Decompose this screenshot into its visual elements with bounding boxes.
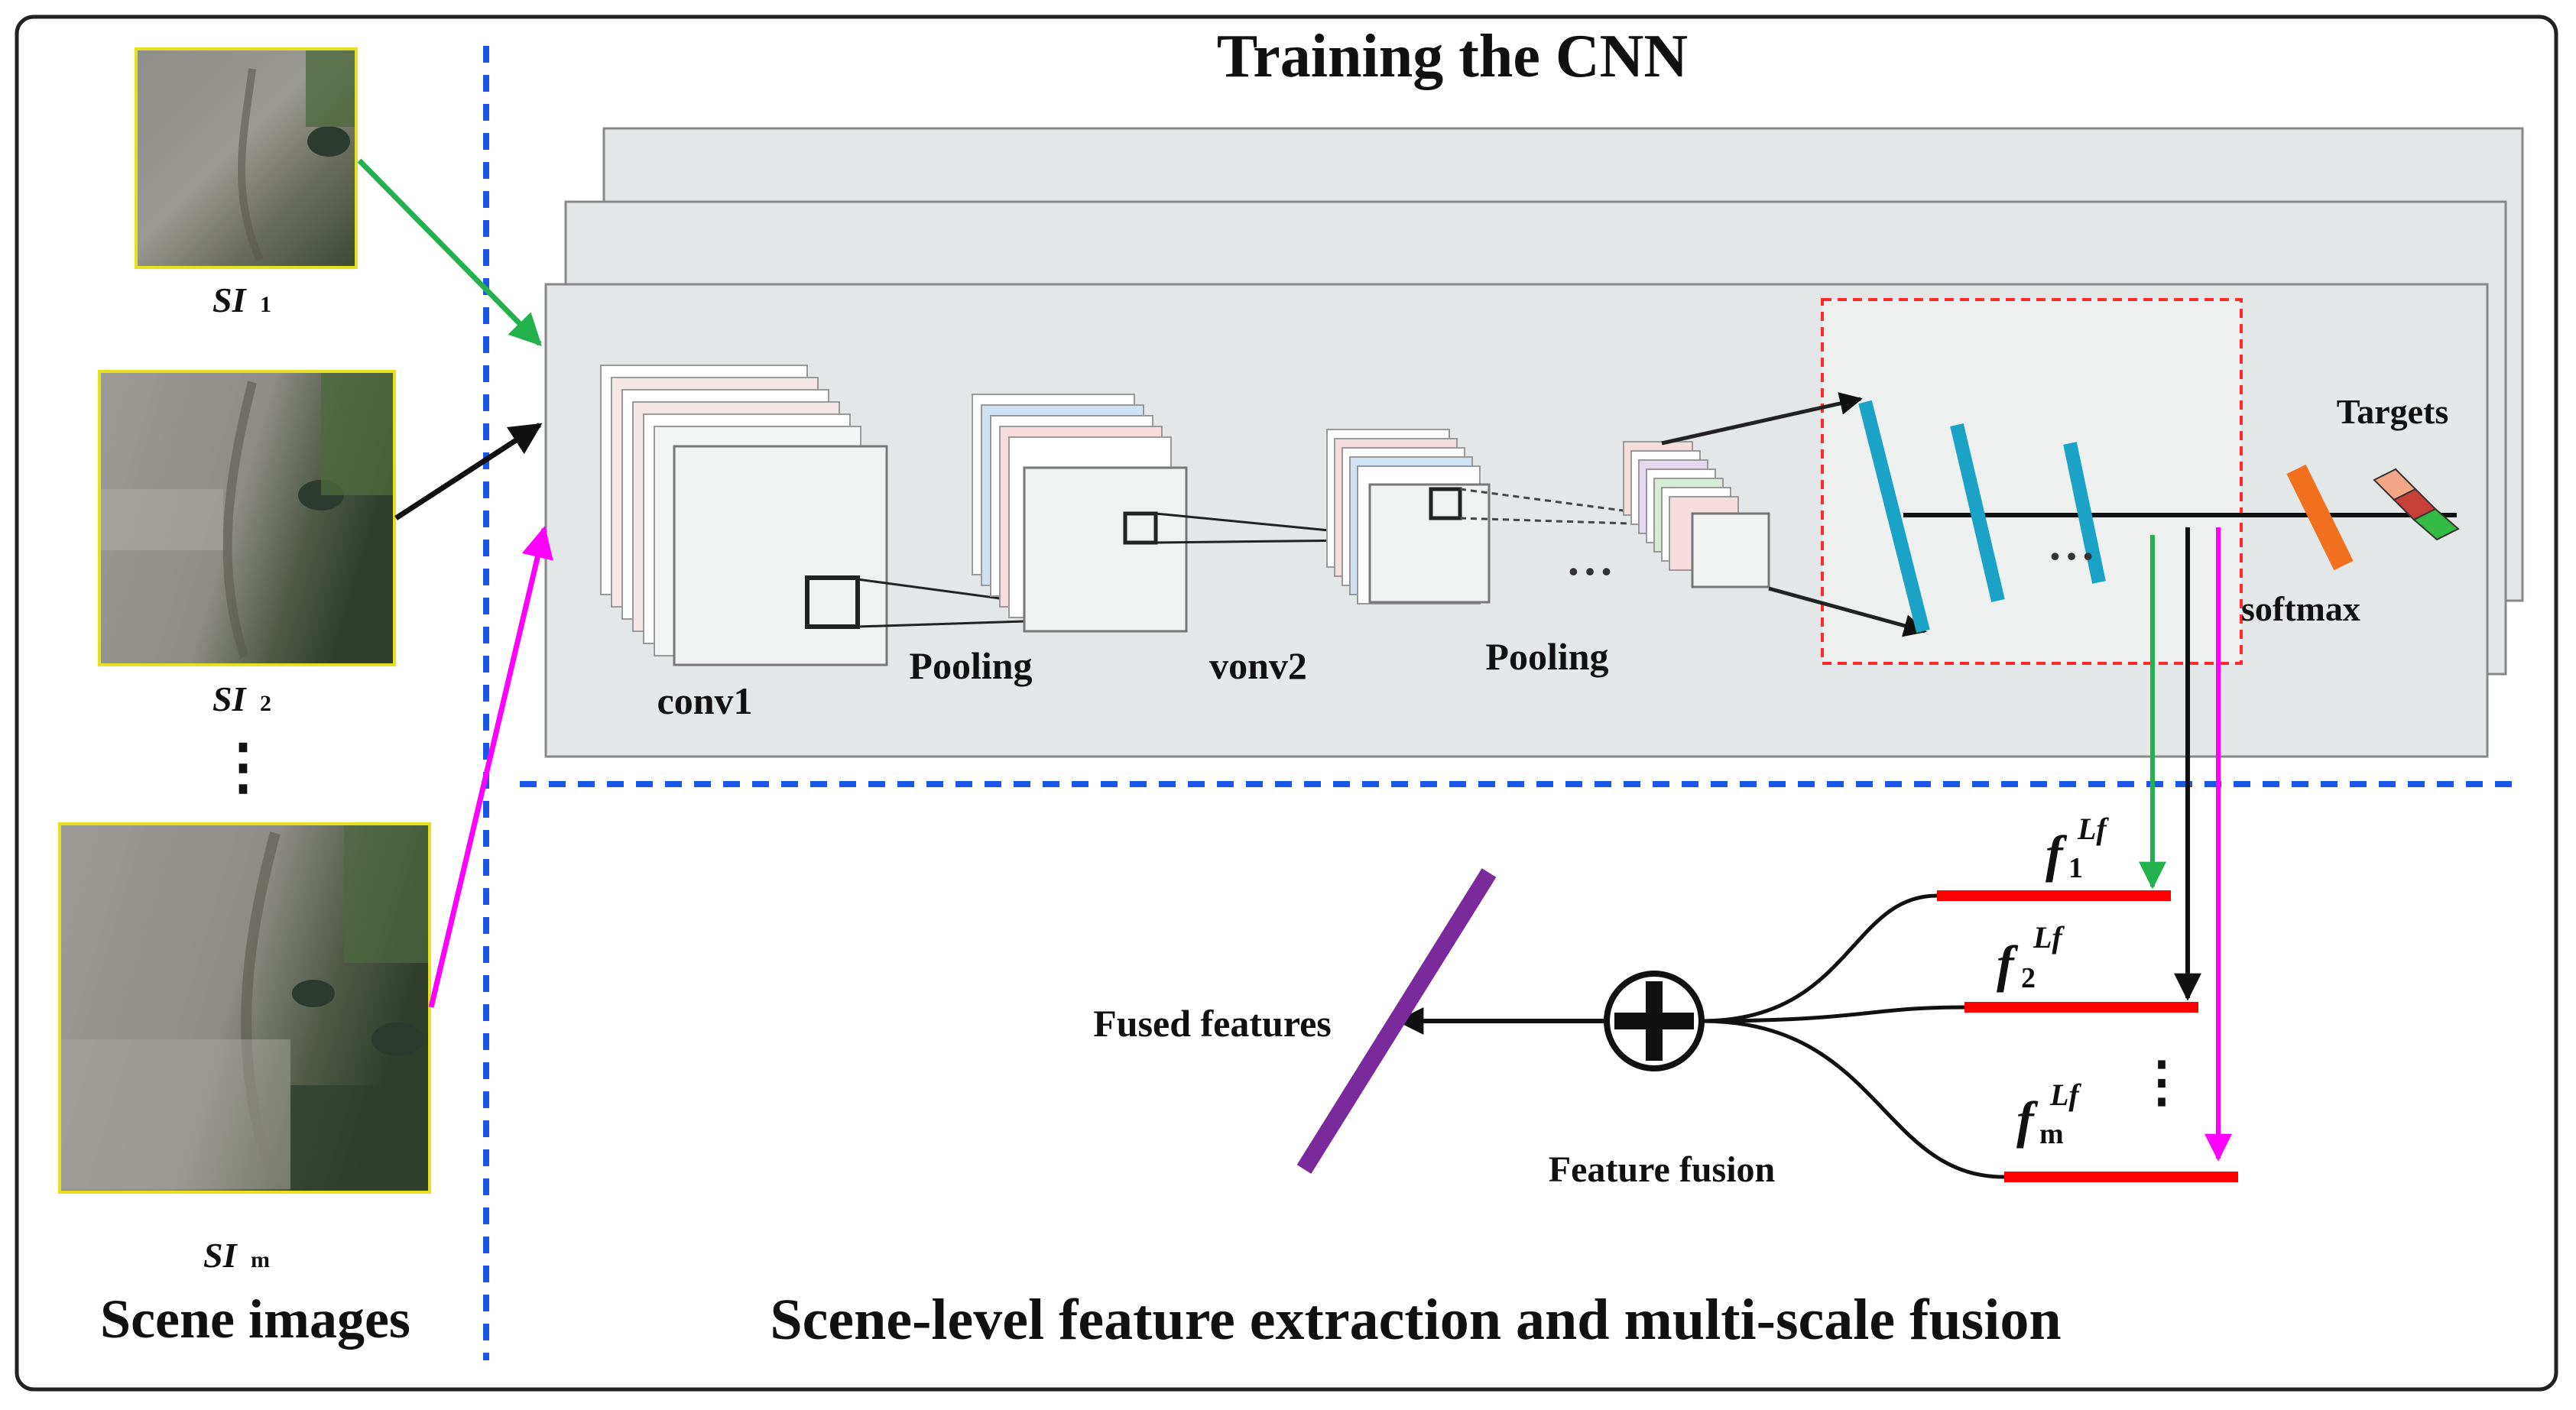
fusion-operator: [1604, 971, 1705, 1071]
feature-label-1: f Lf 1: [2046, 812, 2109, 884]
svg-text:1: 1: [2068, 852, 2083, 884]
scene-images-heading: Scene images: [100, 1288, 410, 1350]
pooling1-label: Pooling: [909, 644, 1032, 687]
pool1-stack: [972, 394, 1188, 633]
conv2-label: vonv2: [1209, 644, 1307, 687]
svg-text:Lf: Lf: [2077, 812, 2109, 846]
feature-label-2: f Lf 2: [1997, 920, 2065, 994]
fc-layer-3: [2063, 442, 2106, 584]
svg-text:2: 2: [2021, 962, 2036, 994]
conv1-label: conv1: [657, 679, 753, 722]
bottom-heading: Scene-level feature extraction and multi…: [770, 1288, 2061, 1352]
scene-images-ellipsis: ⋮: [213, 734, 274, 801]
scene-image-1-label: SI: [213, 280, 248, 319]
svg-text:f: f: [2016, 1091, 2039, 1149]
scene-image-1-sub: 1: [260, 292, 271, 317]
diagram-title: Training the CNN: [1217, 23, 1688, 90]
targets-label: Targets: [2337, 392, 2449, 431]
scene-image-2-label: SI: [213, 679, 248, 718]
scene-image-2-sub: 2: [260, 691, 271, 716]
horizontal-ellipsis-2: • • •: [2050, 541, 2093, 572]
softmax-layer: [2286, 464, 2354, 571]
fc-layer-1: [1858, 400, 1930, 634]
svg-text:f: f: [2046, 825, 2068, 883]
fused-feature-bar: [1296, 868, 1497, 1174]
scene-image-1: [135, 47, 358, 269]
arrow-si1-to-cnn: [357, 158, 542, 346]
scene-image-m-sub: m: [251, 1247, 270, 1272]
fusion-label: Feature fusion: [1549, 1149, 1775, 1190]
targets-block: [2373, 468, 2460, 541]
svg-text:Lf: Lf: [2049, 1078, 2081, 1112]
scene-image-m: [58, 822, 431, 1194]
outer-frame: [15, 15, 2558, 1392]
scene-image-2: [98, 370, 396, 666]
pool2-stack: [1623, 441, 1770, 588]
fc-layer-2: [1950, 423, 2005, 603]
conv2-to-pool2-dashed-a: [1459, 488, 1751, 529]
arrow-si2-to-cnn: [394, 423, 543, 520]
pool2-to-fc-arrow-top: [1661, 392, 1863, 446]
svg-text:m: m: [2039, 1118, 2064, 1150]
features-ellipsis: ⋮: [2134, 1052, 2189, 1113]
svg-text:f: f: [1997, 935, 2019, 993]
svg-text:Lf: Lf: [2033, 920, 2065, 955]
fused-label: Fused features: [1093, 1002, 1332, 1045]
conv2-stack: [1326, 429, 1491, 605]
pooling2-label: Pooling: [1485, 635, 1608, 678]
fusion-curve-m: [1701, 1019, 2005, 1179]
conv1-stack: [600, 365, 888, 666]
arrow-sim-to-cnn: [428, 525, 553, 1008]
horizontal-ellipsis-1: • • •: [1569, 556, 1611, 587]
softmax-label: softmax: [2241, 589, 2360, 628]
pool2-to-fc-arrow-bottom: [1768, 586, 1927, 637]
fusion-curve-1: [1701, 893, 1938, 1023]
fusion-curve-2: [1701, 1005, 1965, 1023]
scene-image-m-label: SI: [203, 1236, 238, 1275]
feature-label-m: f Lf m: [2016, 1078, 2081, 1150]
conv2-to-pool2-dashed-b: [1459, 517, 1751, 529]
